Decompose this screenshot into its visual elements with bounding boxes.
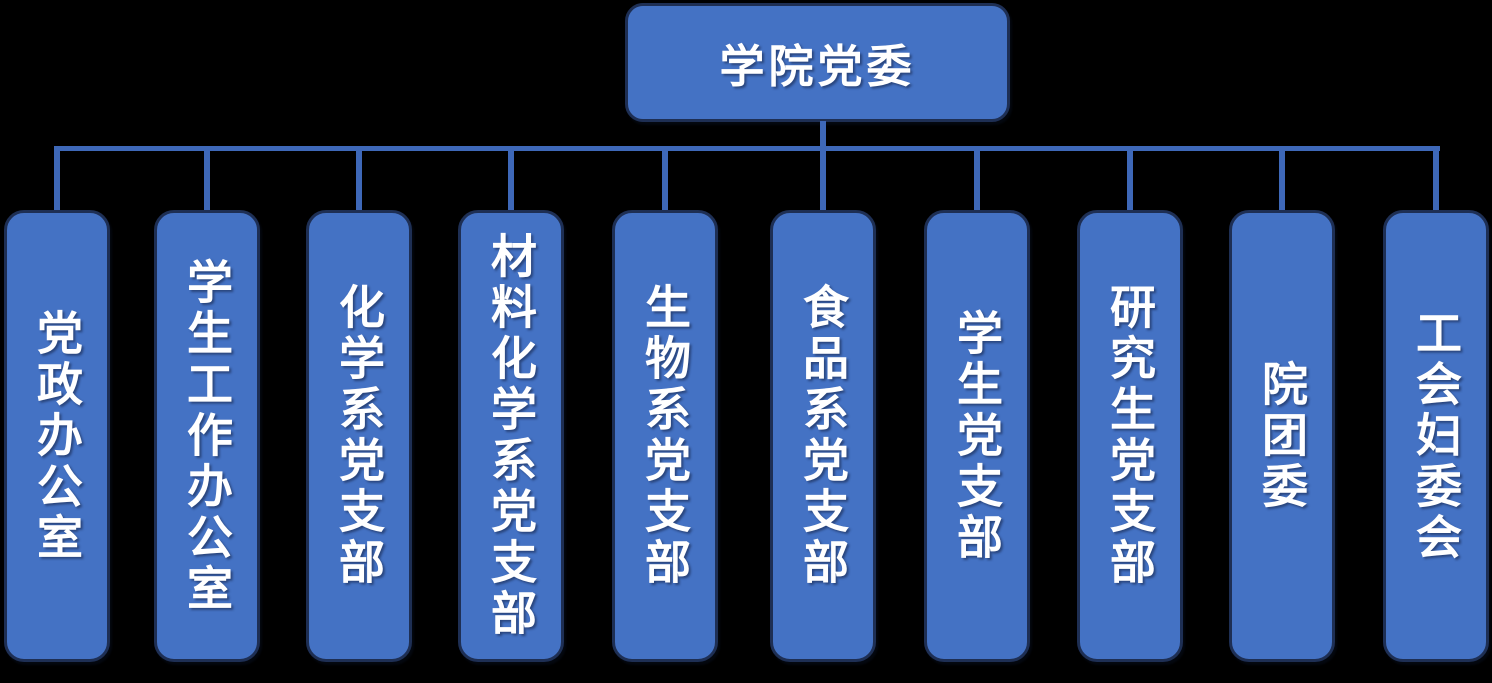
- org-box-child-label: 化学系党支部: [333, 283, 385, 589]
- connector-child-stub: [1279, 149, 1285, 212]
- org-box-child-label: 研究生党支部: [1104, 283, 1156, 589]
- org-box-child: 研究生党支部: [1077, 210, 1183, 662]
- connector-child-stub: [820, 149, 826, 212]
- connector-child-stub: [54, 149, 60, 212]
- org-box-child: 学生党支部: [924, 210, 1030, 662]
- org-box-child-label: 生物系党支部: [639, 283, 691, 589]
- connector-child-stub: [508, 149, 514, 212]
- connector-child-stub: [662, 149, 668, 212]
- org-box-child: 化学系党支部: [306, 210, 412, 662]
- connector-child-stub: [1127, 149, 1133, 212]
- org-box-child: 食品系党支部: [770, 210, 876, 662]
- org-box-child: 党政办公室: [4, 210, 110, 662]
- org-box-child: 生物系党支部: [612, 210, 718, 662]
- org-box-child-label: 材料化学系党支部: [485, 232, 537, 640]
- org-box-child-label: 学生党支部: [951, 308, 1003, 564]
- org-box-child-label: 食品系党支部: [797, 283, 849, 589]
- org-box-child-label: 学生工作办公室: [181, 257, 233, 615]
- connector-child-stub: [974, 149, 980, 212]
- org-box-child-label: 工会妇委会: [1410, 308, 1462, 564]
- connector-child-stub: [356, 149, 362, 212]
- org-box-root-label: 学院党委: [719, 41, 916, 92]
- connector-root-stub: [820, 121, 826, 151]
- org-box-child: 材料化学系党支部: [458, 210, 564, 662]
- org-box-root: 学院党委: [625, 3, 1010, 122]
- org-box-child-label: 院团委: [1256, 359, 1308, 513]
- connector-horizontal-rail: [54, 146, 1440, 151]
- org-box-child: 工会妇委会: [1383, 210, 1489, 662]
- connector-child-stub: [1433, 149, 1439, 212]
- org-box-child: 院团委: [1229, 210, 1335, 662]
- org-box-child-label: 党政办公室: [31, 308, 83, 564]
- org-box-child: 学生工作办公室: [154, 210, 260, 662]
- connector-child-stub: [204, 149, 210, 212]
